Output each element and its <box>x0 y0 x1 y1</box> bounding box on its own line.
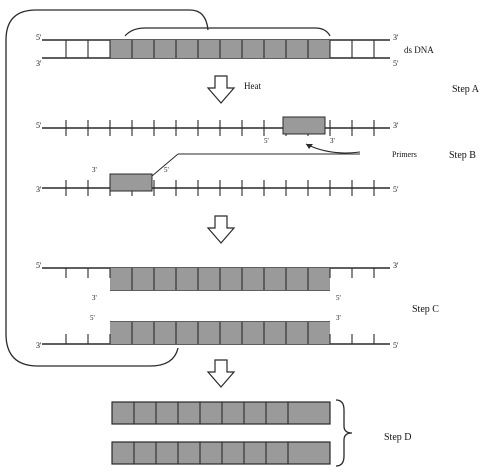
label-5prime-primer1: 5' <box>264 137 269 145</box>
label-3prime-c2-new: 3' <box>336 314 341 322</box>
single-strand-bottom <box>42 174 390 196</box>
label-5prime-b-bottom: 5' <box>393 185 399 194</box>
products-brace <box>336 400 352 466</box>
step-b-label: Step B <box>449 150 476 161</box>
ds-dna-label: ds DNA <box>404 45 434 55</box>
label-3prime-a-top: 3' <box>393 33 399 42</box>
arrow-c-to-d <box>208 360 234 387</box>
heat-label: Heat <box>244 81 261 91</box>
primer-pointer-top <box>306 144 360 153</box>
label-3prime-c1: 3' <box>393 261 399 270</box>
extended-pair-2 <box>42 322 390 344</box>
label-5prime-a-top: 5' <box>36 33 42 42</box>
single-strand-top <box>42 117 390 136</box>
label-3prime-primer2: 3' <box>92 166 97 174</box>
label-3prime-b-bottom: 3' <box>36 185 42 194</box>
label-5prime-c2: 5' <box>393 341 399 350</box>
label-3prime-primer1: 3' <box>330 137 335 145</box>
product-1 <box>112 402 330 424</box>
primers-label: Primers <box>392 150 417 159</box>
label-3prime-b-top: 3' <box>393 121 399 130</box>
arrow-b-to-c <box>208 216 234 243</box>
target-bracket <box>125 28 330 36</box>
step-a-label: Step A <box>452 84 480 95</box>
heat-arrow <box>208 76 234 103</box>
label-3prime-a-bottom: 3' <box>36 59 42 68</box>
label-5prime-a-bottom: 5' <box>393 59 399 68</box>
label-5prime-primer2: 5' <box>164 166 169 174</box>
step-d-label: Step D <box>384 432 412 443</box>
label-5prime-c1: 5' <box>36 261 42 270</box>
product-2 <box>112 442 330 464</box>
label-3prime-c1-new: 3' <box>92 294 97 302</box>
label-3prime-c2: 3' <box>36 341 42 350</box>
label-5prime-c1-new: 5' <box>336 294 341 302</box>
step-c-label: Step C <box>412 304 439 315</box>
label-5prime-b-top: 5' <box>36 121 42 130</box>
ds-dna-step-a <box>42 40 390 58</box>
extended-pair-1 <box>42 268 390 290</box>
label-5prime-c2-new: 5' <box>90 314 95 322</box>
